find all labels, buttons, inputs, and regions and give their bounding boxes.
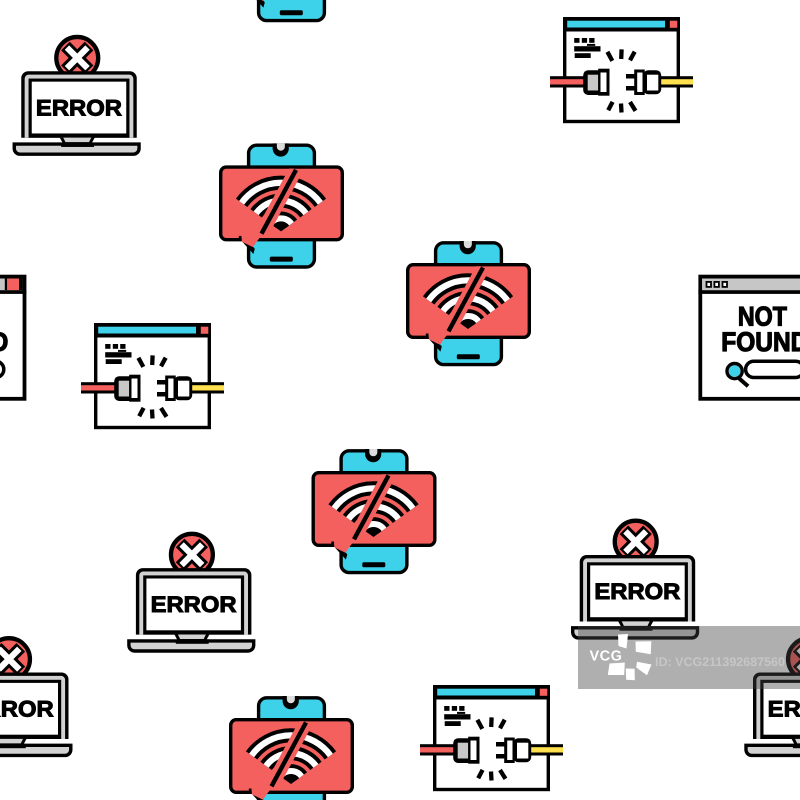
svg-text:ID: VCG211392687560: ID: VCG211392687560 xyxy=(655,655,785,669)
svg-text:VCG: VCG xyxy=(590,649,623,665)
